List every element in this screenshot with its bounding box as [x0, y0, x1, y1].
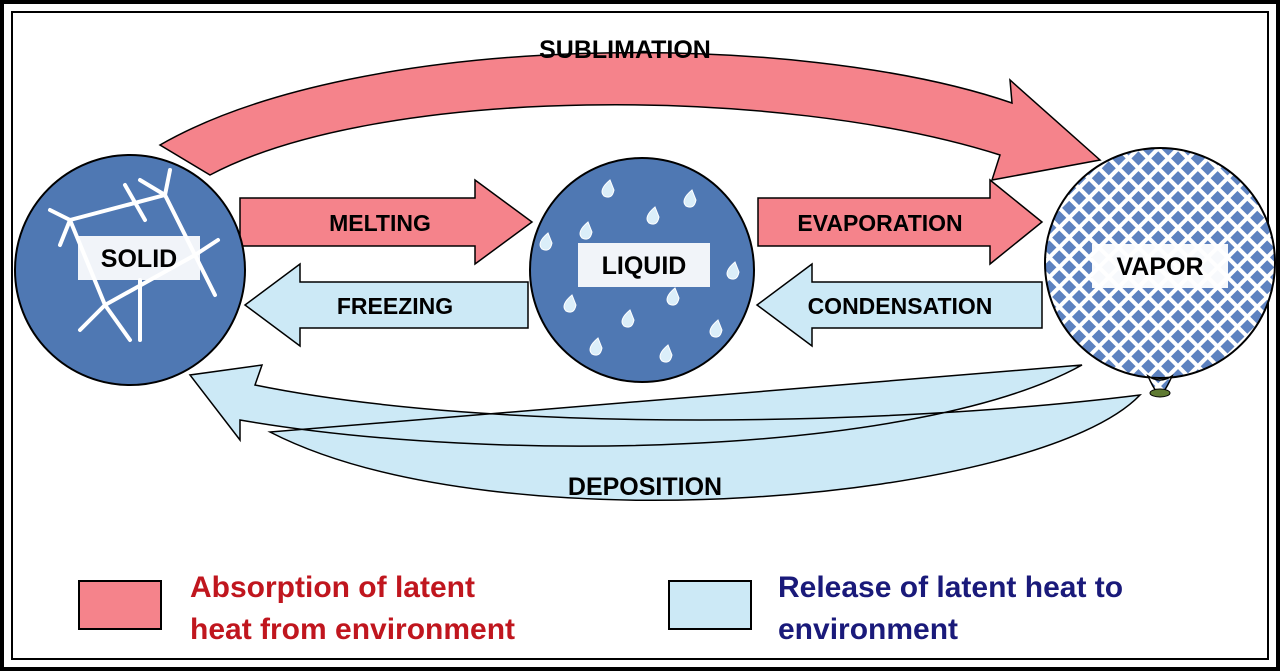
liquid-state-node: LIQUID — [529, 157, 755, 383]
water-droplets-icon — [539, 179, 740, 363]
evaporation-arrow — [757, 178, 1044, 266]
release-legend-line2: environment — [778, 613, 959, 646]
evaporation-label: EVAPORATION — [797, 210, 962, 236]
condensation-arrow — [755, 262, 1043, 348]
melting-label: MELTING — [329, 210, 431, 236]
sublimation-arrow — [158, 51, 1102, 181]
vapor-balloon-knot — [1146, 373, 1174, 398]
diagram-inner-border — [11, 11, 1269, 660]
solid-label: SOLID — [101, 245, 177, 273]
sublimation-label: SUBLIMATION — [539, 36, 711, 64]
release-legend-line1: Release of latent heat to — [778, 571, 1124, 604]
solid-state-node: SOLID — [14, 154, 246, 386]
liquid-label: LIQUID — [602, 252, 687, 280]
vapor-label: VAPOR — [1116, 253, 1203, 281]
release-legend-swatch — [668, 580, 752, 630]
vapor-state-node: VAPOR — [1044, 147, 1276, 398]
melting-arrow — [239, 178, 534, 266]
absorption-legend-line1: Absorption of latent — [190, 571, 475, 604]
absorption-legend-line2: heat from environment — [190, 613, 516, 646]
deposition-label: DEPOSITION — [568, 473, 722, 501]
deposition-arrow — [188, 364, 1143, 501]
freezing-label: FREEZING — [337, 293, 453, 319]
absorption-legend-swatch — [78, 580, 162, 630]
freezing-arrow — [243, 262, 529, 348]
condensation-label: CONDENSATION — [808, 293, 993, 319]
